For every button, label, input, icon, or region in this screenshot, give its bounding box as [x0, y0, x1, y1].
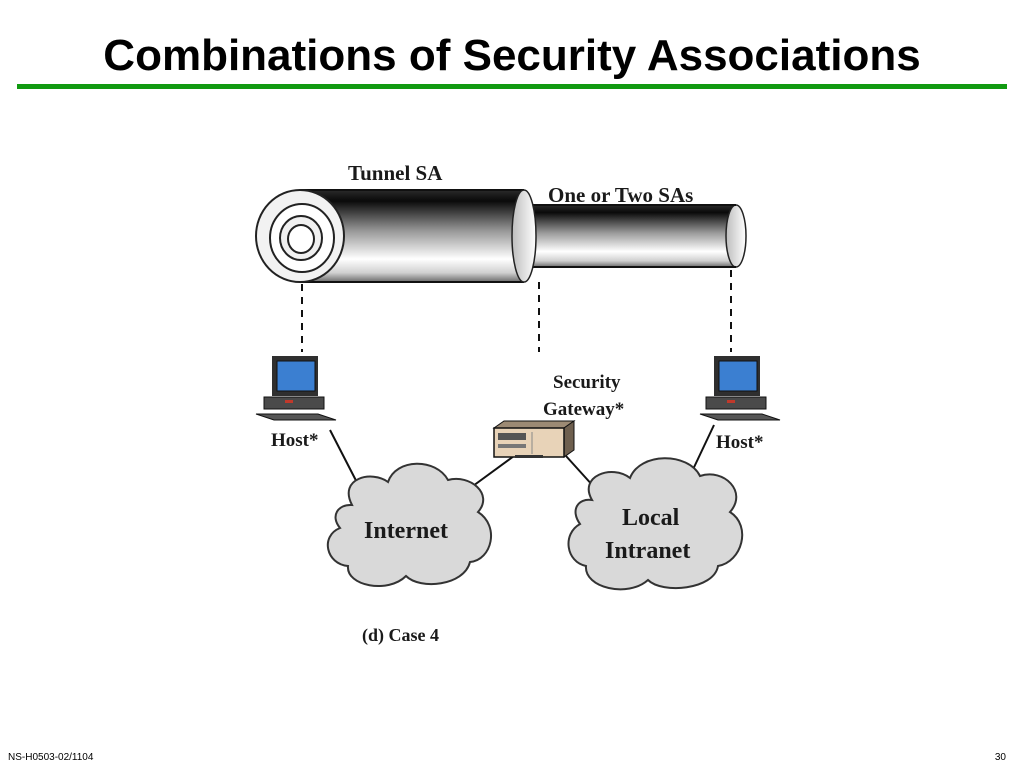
host-right-label: Host* [716, 432, 764, 453]
host-right-computer-icon [699, 356, 781, 421]
gateway-label-line2: Gateway* [543, 399, 624, 420]
title-underline [17, 84, 1007, 89]
local-intranet-label-line1: Local [622, 505, 680, 531]
inner-sa-label: One or Two SAs [548, 183, 693, 207]
local-intranet-cloud-icon [567, 457, 744, 591]
local-intranet-label-line2: Intranet [605, 538, 690, 564]
tunnel-sa-tube [255, 189, 537, 283]
diagram-caption: (d) Case 4 [362, 625, 439, 646]
host-left-label: Host* [271, 430, 319, 451]
tunnel-sa-label: Tunnel SA [348, 161, 443, 185]
dashed-connectors [301, 270, 732, 352]
page-number: 30 [994, 752, 1006, 763]
gateway-label-line1: Security [553, 372, 621, 393]
footer-course-code: NS-H0503-02/1104 [8, 752, 94, 763]
slide-title: Combinations of Security Associations [103, 31, 921, 80]
security-gateway-icon [492, 420, 576, 458]
internet-cloud-icon [326, 462, 493, 588]
internet-label: Internet [364, 518, 448, 544]
host-left-computer-icon [255, 356, 337, 421]
